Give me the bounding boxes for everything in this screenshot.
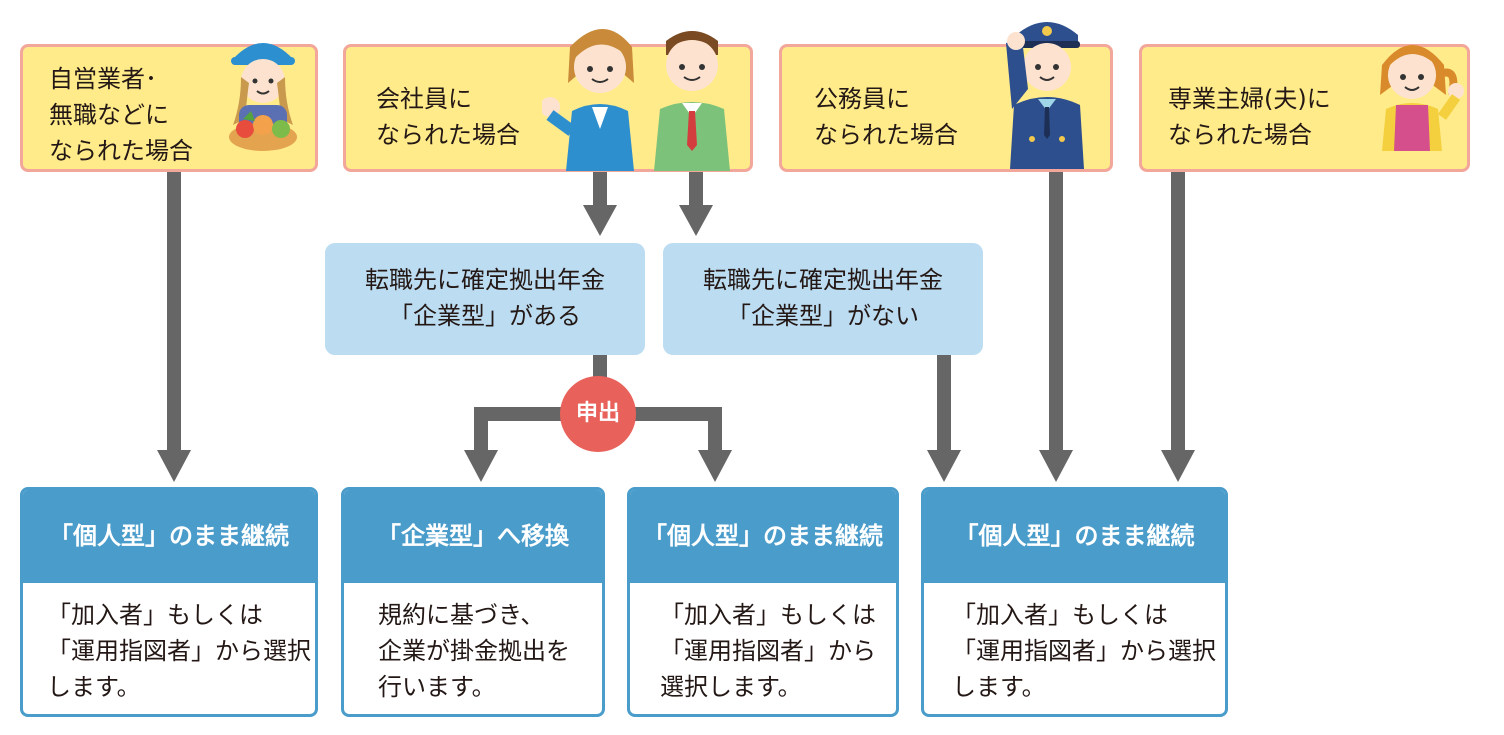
arrowhead-civil-servant <box>1039 450 1073 482</box>
farmer-illustration <box>229 43 297 151</box>
result-body-3: 「加入者」もしくは 「運用指図者」から 選択します。 <box>660 601 876 701</box>
arrow-civil-servant <box>1049 170 1063 452</box>
homemaker-label: 専業主婦(夫)に なられた場合 <box>1168 85 1331 149</box>
arrow-homemaker <box>1171 170 1185 452</box>
request-badge: 申出 <box>560 376 636 452</box>
result-box-3: 「個人型」のまま継続 「加入者」もしくは 「運用指図者」から 選択します。 <box>627 487 899 717</box>
arrow-split-right <box>708 407 722 453</box>
homemaker-illustration <box>1380 45 1464 151</box>
condition-without-corporate: 転職先に確定拠出年金 「企業型」がない <box>663 243 983 355</box>
start-box-homemaker: 専業主婦(夫)に なられた場合 <box>1139 44 1470 172</box>
arrowhead-employee-to-with <box>583 205 617 236</box>
self-employed-label: 自営業者･ 無職などに なられた場合 <box>49 65 193 165</box>
condition-with-corporate: 転職先に確定拠出年金 「企業型」がある <box>325 243 645 355</box>
arrowhead-split-right <box>698 450 732 482</box>
result-body-1: 「加入者」もしくは 「運用指図者」から選択 します。 <box>47 601 311 701</box>
start-box-self-employed: 自営業者･ 無職などに なられた場合 <box>20 43 318 172</box>
civil-servant-label: 公務員に なられた場合 <box>814 85 958 149</box>
result-box-1: 「個人型」のまま継続 「加入者」もしくは 「運用指図者」から選択 します。 <box>20 487 318 717</box>
start-box-company-employee: 会社員に なられた場合 <box>343 29 753 172</box>
result-title-2: 「企業型」へ移換 <box>344 490 602 583</box>
police-officer-illustration <box>1006 22 1084 169</box>
result-title-1: 「個人型」のまま継続 <box>23 490 315 583</box>
arrow-employee-to-with <box>593 170 607 208</box>
arrow-employee-to-without <box>689 170 703 208</box>
result-box-2: 「企業型」へ移換 規約に基づき、 企業が掛金拠出を 行います。 <box>341 487 605 717</box>
arrowhead-without-down <box>927 450 961 482</box>
arrowhead-homemaker <box>1161 450 1195 482</box>
arrowhead-employee-to-without <box>679 205 713 236</box>
start-box-civil-servant: 公務員に なられた場合 <box>779 22 1113 172</box>
result-body-2: 規約に基づき、 企業が掛金拠出を 行います。 <box>378 601 570 701</box>
arrow-split-left <box>474 407 488 453</box>
company-employee-label: 会社員に なられた場合 <box>376 85 520 149</box>
arrowhead-self-employed <box>157 450 191 482</box>
arrowhead-split-left <box>464 450 498 482</box>
result-body-4: 「加入者」もしくは 「運用指図者」から選択 します。 <box>952 601 1216 701</box>
arrow-self-employed <box>167 170 181 452</box>
result-title-3: 「個人型」のまま継続 <box>630 490 896 583</box>
office-workers-illustration <box>542 29 730 171</box>
result-title-4: 「個人型」のまま継続 <box>924 490 1225 583</box>
arrow-without-down <box>937 354 951 452</box>
result-box-4: 「個人型」のまま継続 「加入者」もしくは 「運用指図者」から選択 します。 <box>921 487 1228 717</box>
